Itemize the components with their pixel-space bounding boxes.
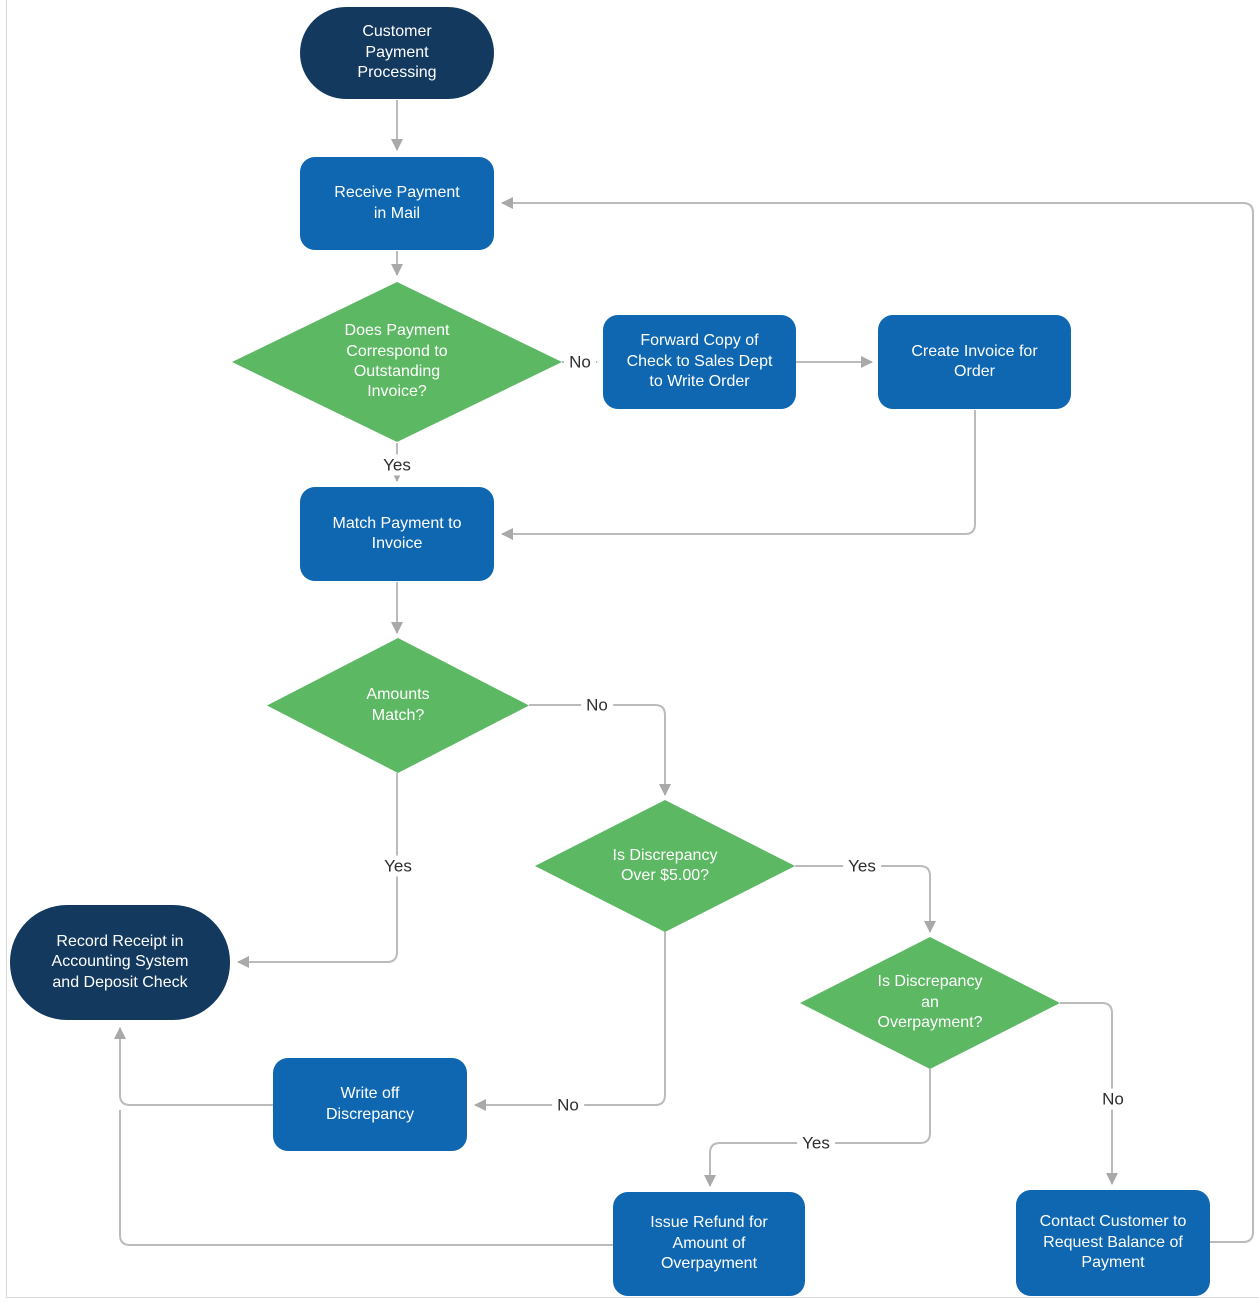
node-forward-copy: Forward Copy of Check to Sales Dept to W… xyxy=(603,315,796,409)
edge-contact-to-receive-loop xyxy=(501,197,1254,1243)
page-edge-bottom xyxy=(6,1297,1259,1298)
node-receive-payment-label: Receive Payment in Mail xyxy=(334,184,460,222)
node-match-payment-label: Match Payment to Invoice xyxy=(332,514,462,552)
edge-refund-to-record-segment xyxy=(119,1110,613,1246)
edge-overpayment-no-to-contact xyxy=(1060,1002,1118,1185)
edge-label-over-no: No xyxy=(552,1094,584,1116)
node-issue-refund: Issue Refund for Amount of Overpayment xyxy=(613,1192,805,1296)
edge-label-overpayment-no: No xyxy=(1097,1088,1129,1110)
node-decision-payment-corresponds-label: Does Payment Correspond to Outstanding I… xyxy=(344,322,450,401)
edge-label-corresponds-yes: Yes xyxy=(378,454,416,476)
node-receive-payment: Receive Payment in Mail xyxy=(300,157,494,250)
node-create-invoice-label: Create Invoice for Order xyxy=(911,342,1038,380)
node-record-receipt-label: Record Receipt in Accounting System and … xyxy=(51,932,189,991)
edge-amounts-no-to-over xyxy=(529,704,671,796)
page-edge-left xyxy=(6,0,7,1297)
edge-over-no-to-writeoff xyxy=(474,932,666,1111)
node-record-receipt-terminator: Record Receipt in Accounting System and … xyxy=(10,905,230,1020)
edge-label-amounts-yes: Yes xyxy=(379,855,417,877)
node-contact-customer-label: Contact Customer to Request Balance of P… xyxy=(1039,1213,1187,1272)
node-forward-copy-label: Forward Copy of Check to Sales Dept to W… xyxy=(626,332,773,391)
edge-label-overpayment-yes: Yes xyxy=(797,1132,835,1154)
edge-overpayment-yes-to-refund xyxy=(704,1069,931,1187)
node-start-label: Customer Payment Processing xyxy=(357,23,437,82)
node-match-payment: Match Payment to Invoice xyxy=(300,487,494,581)
edge-label-over-yes: Yes xyxy=(843,855,881,877)
node-decision-discrepancy-over-5-label: Is Discrepancy Over $5.00? xyxy=(612,846,718,884)
edge-writeoff-to-record xyxy=(114,1027,273,1106)
edge-createinvoice-to-match xyxy=(501,410,976,540)
edge-label-corresponds-no: No xyxy=(564,351,596,373)
edge-over-yes-to-overpayment xyxy=(795,865,936,933)
node-write-off-discrepancy-label: Write off Discrepancy xyxy=(325,1085,415,1123)
node-contact-customer: Contact Customer to Request Balance of P… xyxy=(1016,1190,1210,1296)
node-create-invoice: Create Invoice for Order xyxy=(878,315,1071,409)
node-decision-amounts-match-label: Amounts Match? xyxy=(366,686,430,724)
node-write-off-discrepancy: Write off Discrepancy xyxy=(273,1058,467,1151)
node-start-terminator: Customer Payment Processing xyxy=(300,7,494,99)
node-decision-discrepancy-overpayment-label: Is Discrepancy an Overpayment? xyxy=(877,973,983,1032)
edge-label-amounts-no: No xyxy=(581,694,613,716)
node-issue-refund-label: Issue Refund for Amount of Overpayment xyxy=(650,1214,768,1273)
edge-amounts-yes-to-record xyxy=(237,773,398,968)
